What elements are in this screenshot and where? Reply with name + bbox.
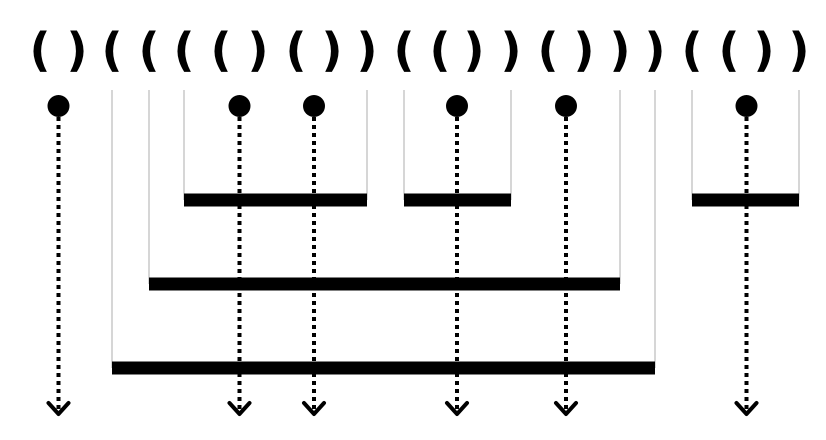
nesting-bar xyxy=(149,277,620,291)
close-paren: ) xyxy=(356,23,377,77)
open-paren: ( xyxy=(173,23,194,77)
leaf-dot xyxy=(47,95,70,117)
close-paren: ) xyxy=(500,23,521,77)
leaf-dot xyxy=(228,95,251,117)
close-paren: ) xyxy=(609,23,630,77)
open-paren: ( xyxy=(101,23,122,77)
open-paren: ( xyxy=(393,23,414,77)
close-paren: ) xyxy=(788,23,809,77)
open-paren: ( xyxy=(681,23,702,77)
open-paren: ( xyxy=(210,23,231,77)
arrow-head xyxy=(445,401,469,416)
close-paren: ) xyxy=(247,23,268,77)
open-paren: ( xyxy=(537,23,558,77)
close-paren: ) xyxy=(753,23,774,77)
close-paren: ) xyxy=(573,23,594,77)
close-paren: ) xyxy=(463,23,484,77)
leaf-dot xyxy=(303,95,325,117)
close-paren: ) xyxy=(66,23,87,77)
close-paren: ) xyxy=(644,23,665,77)
nesting-bar xyxy=(184,193,367,207)
arrow-head xyxy=(734,401,759,416)
nesting-bar xyxy=(112,361,655,375)
open-paren: ( xyxy=(718,23,739,77)
dotted-arrows xyxy=(46,117,759,416)
arrow-head xyxy=(302,401,326,416)
open-paren: ( xyxy=(29,23,50,77)
leaf-dots xyxy=(47,95,758,117)
arrow-head xyxy=(227,401,252,416)
leaf-dot xyxy=(735,95,758,117)
open-paren: ( xyxy=(138,23,159,77)
close-paren: ) xyxy=(321,23,342,77)
arrow-head xyxy=(554,401,578,416)
nesting-bars xyxy=(112,193,799,375)
leaf-dot xyxy=(446,95,468,117)
open-paren: ( xyxy=(285,23,306,77)
arrow-head xyxy=(46,401,71,416)
open-paren: ( xyxy=(429,23,450,77)
leaf-dot xyxy=(555,95,577,117)
parenthesis-row: ()(((()())(())()))(()) xyxy=(29,23,809,77)
bracket-guide-lines xyxy=(111,90,800,368)
